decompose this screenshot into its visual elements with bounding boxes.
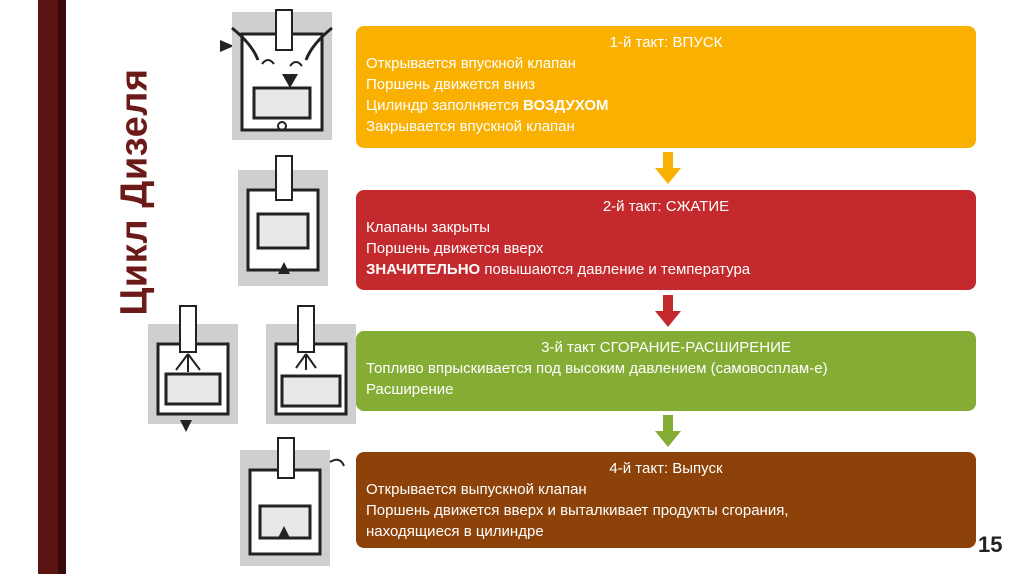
slide-title: Цикл Дизеля — [110, 52, 160, 332]
arrow-down-icon — [655, 415, 681, 447]
stroke-4-line-3: находящиеся в цилиндре — [366, 523, 544, 540]
stroke-4-exhaust-box: 4-й такт: Выпуск Открывается выпускной к… — [356, 452, 976, 548]
engine-intake-illustration — [220, 9, 333, 140]
stroke-1-emphasis: ВОЗДУХОМ — [523, 97, 609, 114]
slide-title-text: Цикл Дизеля — [113, 68, 156, 316]
arrow-down-icon — [655, 152, 681, 184]
stroke-1-intake-box: 1-й такт: ВПУСК Открывается впускной кла… — [356, 26, 976, 148]
left-accent-bar-inner — [58, 0, 66, 574]
stroke-2-compression-box: 2-й такт: СЖАТИЕ Клапаны закрыты Поршень… — [356, 190, 976, 290]
engine-compression-illustration — [238, 155, 328, 286]
left-accent-bar — [38, 0, 58, 574]
stroke-4-line-2: Поршень движется вверх и выталкивает про… — [366, 502, 789, 519]
stroke-2-line-1: Клапаны закрыты — [366, 219, 491, 236]
engine-combustion-illustration — [266, 305, 356, 424]
stroke-3-line-1: Топливо впрыскивается под высоким давлен… — [366, 360, 828, 377]
stroke-2-line-2: Поршень движется вверх — [366, 240, 544, 257]
stroke-3-line-2: Расширение — [366, 381, 454, 398]
stroke-1-line-3: Цилиндр заполняется ВОЗДУХОМ — [366, 97, 609, 114]
arrow-down-icon — [655, 295, 681, 327]
stroke-3-heading: 3-й такт СГОРАНИЕ-РАСШИРЕНИЕ — [541, 339, 791, 356]
stroke-2-emphasis: ЗНАЧИТЕЛЬНО — [366, 261, 481, 278]
stroke-2-heading: 2-й такт: СЖАТИЕ — [602, 198, 730, 215]
stroke-4-line-1: Открывается выпускной клапан — [366, 481, 587, 498]
stroke-4-heading: 4-й такт: Выпуск — [609, 460, 723, 477]
stroke-1-heading: 1-й такт: ВПУСК — [609, 34, 723, 51]
stroke-1-line-1: Открывается впускной клапан — [366, 55, 576, 72]
stroke-1-line-4: Закрывается впускной клапан — [366, 118, 575, 135]
stroke-3-combustion-box: 3-й такт СГОРАНИЕ-РАСШИРЕНИЕ Топливо впр… — [356, 331, 976, 411]
page-number: 15 — [978, 532, 1003, 557]
stroke-2-line-3: ЗНАЧИТЕЛЬНО повышаются давление и темпер… — [366, 261, 751, 278]
engine-exhaust-illustration — [240, 437, 345, 566]
stroke-1-line-2: Поршень движется вниз — [366, 76, 536, 93]
engine-injection-illustration — [148, 305, 238, 432]
